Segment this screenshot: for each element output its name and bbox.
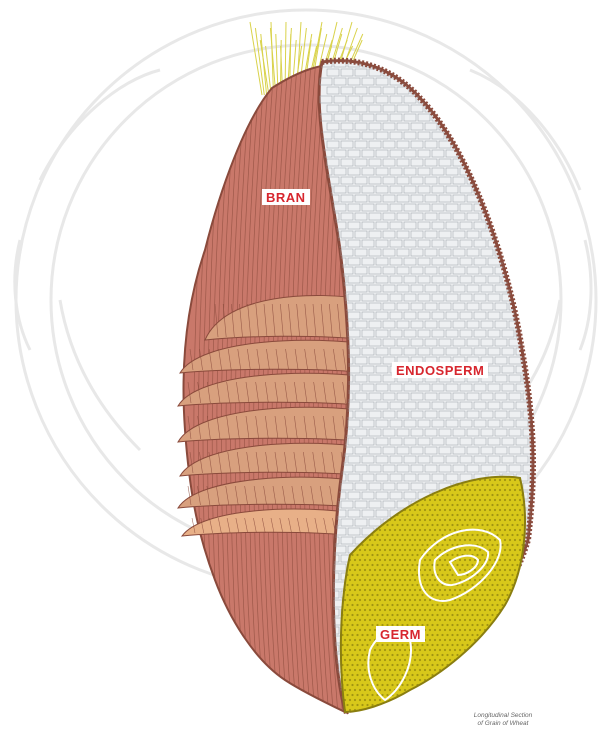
caption-line-2: of Grain of Wheat	[448, 720, 558, 728]
germ-label: GERM	[376, 626, 425, 642]
endosperm-label: ENDOSPERM	[392, 362, 488, 378]
figure-caption: Longitudinal Section of Grain of Wheat	[448, 712, 558, 728]
bran-label: BRAN	[262, 189, 310, 205]
caption-line-1: Longitudinal Section	[448, 712, 558, 720]
